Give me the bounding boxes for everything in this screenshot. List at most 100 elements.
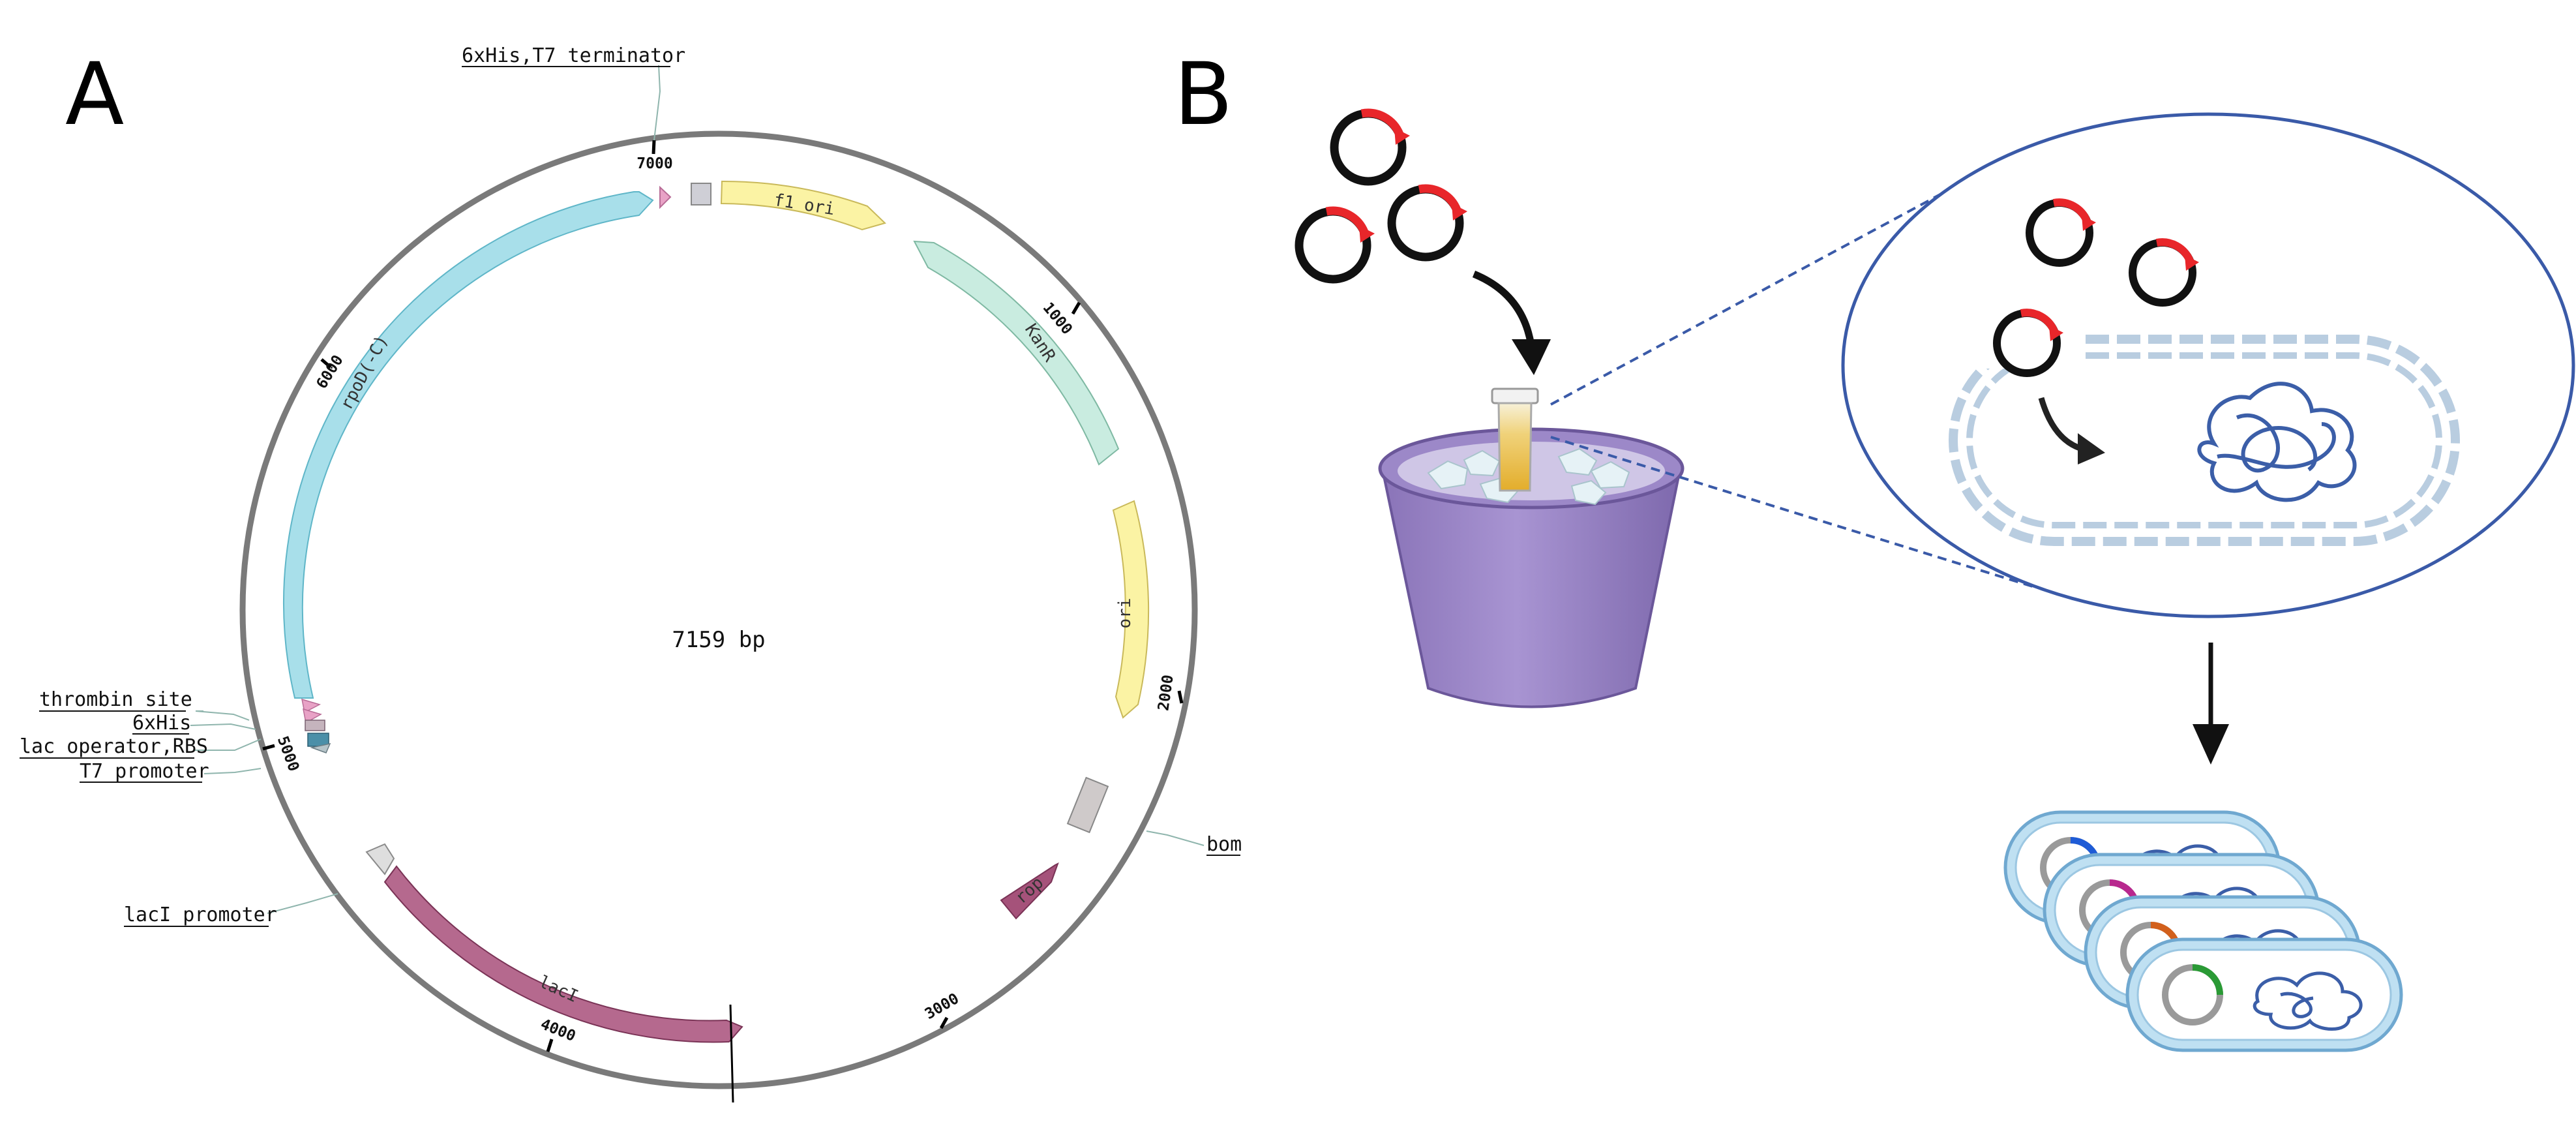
tick-mark: [651, 140, 656, 155]
tube-cap: [1491, 387, 1539, 404]
plasmid-icon: [1387, 184, 1467, 262]
cell-membrane-outer: [1949, 335, 2460, 546]
rpod-arrow-shape: [283, 191, 654, 699]
plasmid-arrowhead: [2185, 255, 2199, 271]
leader-his: [190, 723, 256, 730]
feature-rpod: rpoD(-C): [283, 191, 654, 699]
plasmid-arrowhead: [2049, 326, 2063, 341]
callout-thrombin-text: thrombin site: [39, 688, 192, 711]
small-box-shape: [305, 720, 325, 731]
cell-plasmid-insert: [2192, 964, 2223, 995]
panel-b-letter: B: [1174, 44, 1233, 145]
tick-label: 3000: [922, 990, 962, 1023]
tick-7000: 7000: [637, 140, 673, 172]
t7-terminator-box: [691, 183, 711, 205]
plasmid-icon: [1295, 206, 1375, 284]
left-small-features: [301, 698, 331, 753]
his-tag-shape: [303, 708, 322, 724]
tick-2000: 2000: [1155, 674, 1184, 712]
plasmid-arrowhead: [2082, 215, 2096, 231]
callout-bom: bom: [1206, 833, 1242, 856]
tick-4000: 4000: [538, 1016, 578, 1052]
callout-bom-text: bom: [1206, 833, 1242, 856]
zoom-view: [1841, 112, 2575, 618]
zoom-plasmid-icon: [2129, 238, 2199, 307]
callout-his: 6xHis: [132, 712, 191, 735]
tick-mark: [1071, 301, 1081, 315]
leader-thrombin: [195, 710, 250, 721]
tick-label: 5000: [274, 734, 302, 774]
panel-b: B: [1174, 44, 2575, 1052]
tube-body: [1497, 402, 1533, 492]
zoom-plasmid-icon: [1993, 309, 2063, 377]
plasmid-insert-arc: [1325, 206, 1369, 234]
transformed-cells: [2003, 810, 2403, 1052]
plasmid-backbone: [239, 130, 1198, 1089]
f1ori-arrow-shape: [720, 180, 886, 231]
feature-kanr: KanR: [913, 240, 1120, 466]
his-tag-top-marker: [659, 185, 672, 209]
ice-cube: [1463, 449, 1501, 477]
tick-mark: [546, 1039, 554, 1052]
plasmid-insert-arc: [1360, 108, 1404, 136]
ice-cube: [1557, 448, 1598, 476]
bucket-body: [1381, 468, 1682, 708]
feature-ori: ori: [1112, 500, 1150, 719]
microcentrifuge-tube: [1491, 387, 1539, 492]
plasmid-arrowhead: [1359, 226, 1375, 243]
tick-label: 2000: [1155, 674, 1176, 712]
panel-a: A 7159 bp 1000 2000 3000 4000 5000 6000: [20, 44, 1242, 1103]
dna-loop: [2217, 422, 2336, 469]
cell-inner: [2136, 949, 2392, 1041]
t7-promoter-shape: [310, 742, 331, 753]
down-arrowhead: [2193, 724, 2229, 765]
leader-laciprom: [267, 893, 338, 914]
zoom-line-bottom: [1550, 436, 2035, 588]
callout-his-text: 6xHis: [132, 712, 191, 735]
feature-rop: rop: [1000, 862, 1059, 920]
ice-bucket: [1378, 387, 1685, 708]
callout-lacop-text: lac operator,RBS: [20, 735, 208, 758]
cell-chromosome: [2253, 971, 2363, 1031]
ori-label: ori: [1115, 598, 1135, 629]
thrombin-site-shape: [301, 698, 321, 714]
tick-6000: 6000: [313, 352, 346, 392]
panel-a-letter: A: [65, 44, 124, 145]
zoom-line-top: [1550, 188, 1951, 406]
tick-mark: [1177, 690, 1184, 704]
ice-cube: [1427, 460, 1469, 490]
laci-arrow-shape: [383, 865, 743, 1043]
laci-promoter-shape: [365, 843, 395, 875]
tick-label: 4000: [538, 1016, 578, 1045]
callout-thrombin: thrombin site: [39, 688, 192, 712]
callout-his-t7: 6xHis,T7 terminator: [462, 44, 685, 67]
ori-arrow-shape: [1112, 500, 1150, 719]
callout-his-t7-text: 6xHis,T7 terminator: [462, 44, 685, 67]
feature-laci: lacI: [383, 865, 743, 1043]
leader-his-t7: [653, 65, 661, 141]
chromosomal-dna: [2197, 382, 2357, 502]
membrane-gap: [1953, 329, 2084, 369]
dna-loop: [2197, 382, 2357, 502]
curved-arrowhead: [1512, 339, 1551, 375]
tick-mark: [320, 358, 332, 369]
ice-cube: [1570, 479, 1607, 506]
free-plasmids: [1295, 108, 1467, 284]
leader-bom: [1146, 830, 1205, 846]
entry-arrowhead: [2078, 433, 2105, 464]
leader-t7prom: [203, 768, 262, 774]
zoom-ellipse: [1841, 112, 2575, 618]
rpod-label: rpoD(-C): [337, 332, 392, 414]
tick-mark: [262, 744, 275, 751]
callout-t7prom: T7 promoter: [80, 760, 209, 783]
callout-leaders: [190, 65, 1205, 914]
callout-lacop: lac operator,RBS: [20, 735, 208, 759]
kanr-arrow-shape: [913, 240, 1120, 466]
zoom-plasmid-icon: [2026, 198, 2096, 267]
plasmid-size-label: 7159 bp: [672, 627, 765, 653]
cut-site-line: [729, 1004, 734, 1103]
callout-laciprom-text: lacI promoter: [124, 904, 277, 926]
plasmid-arrowhead: [1394, 128, 1410, 145]
callout-laciprom: lacI promoter: [124, 904, 277, 927]
